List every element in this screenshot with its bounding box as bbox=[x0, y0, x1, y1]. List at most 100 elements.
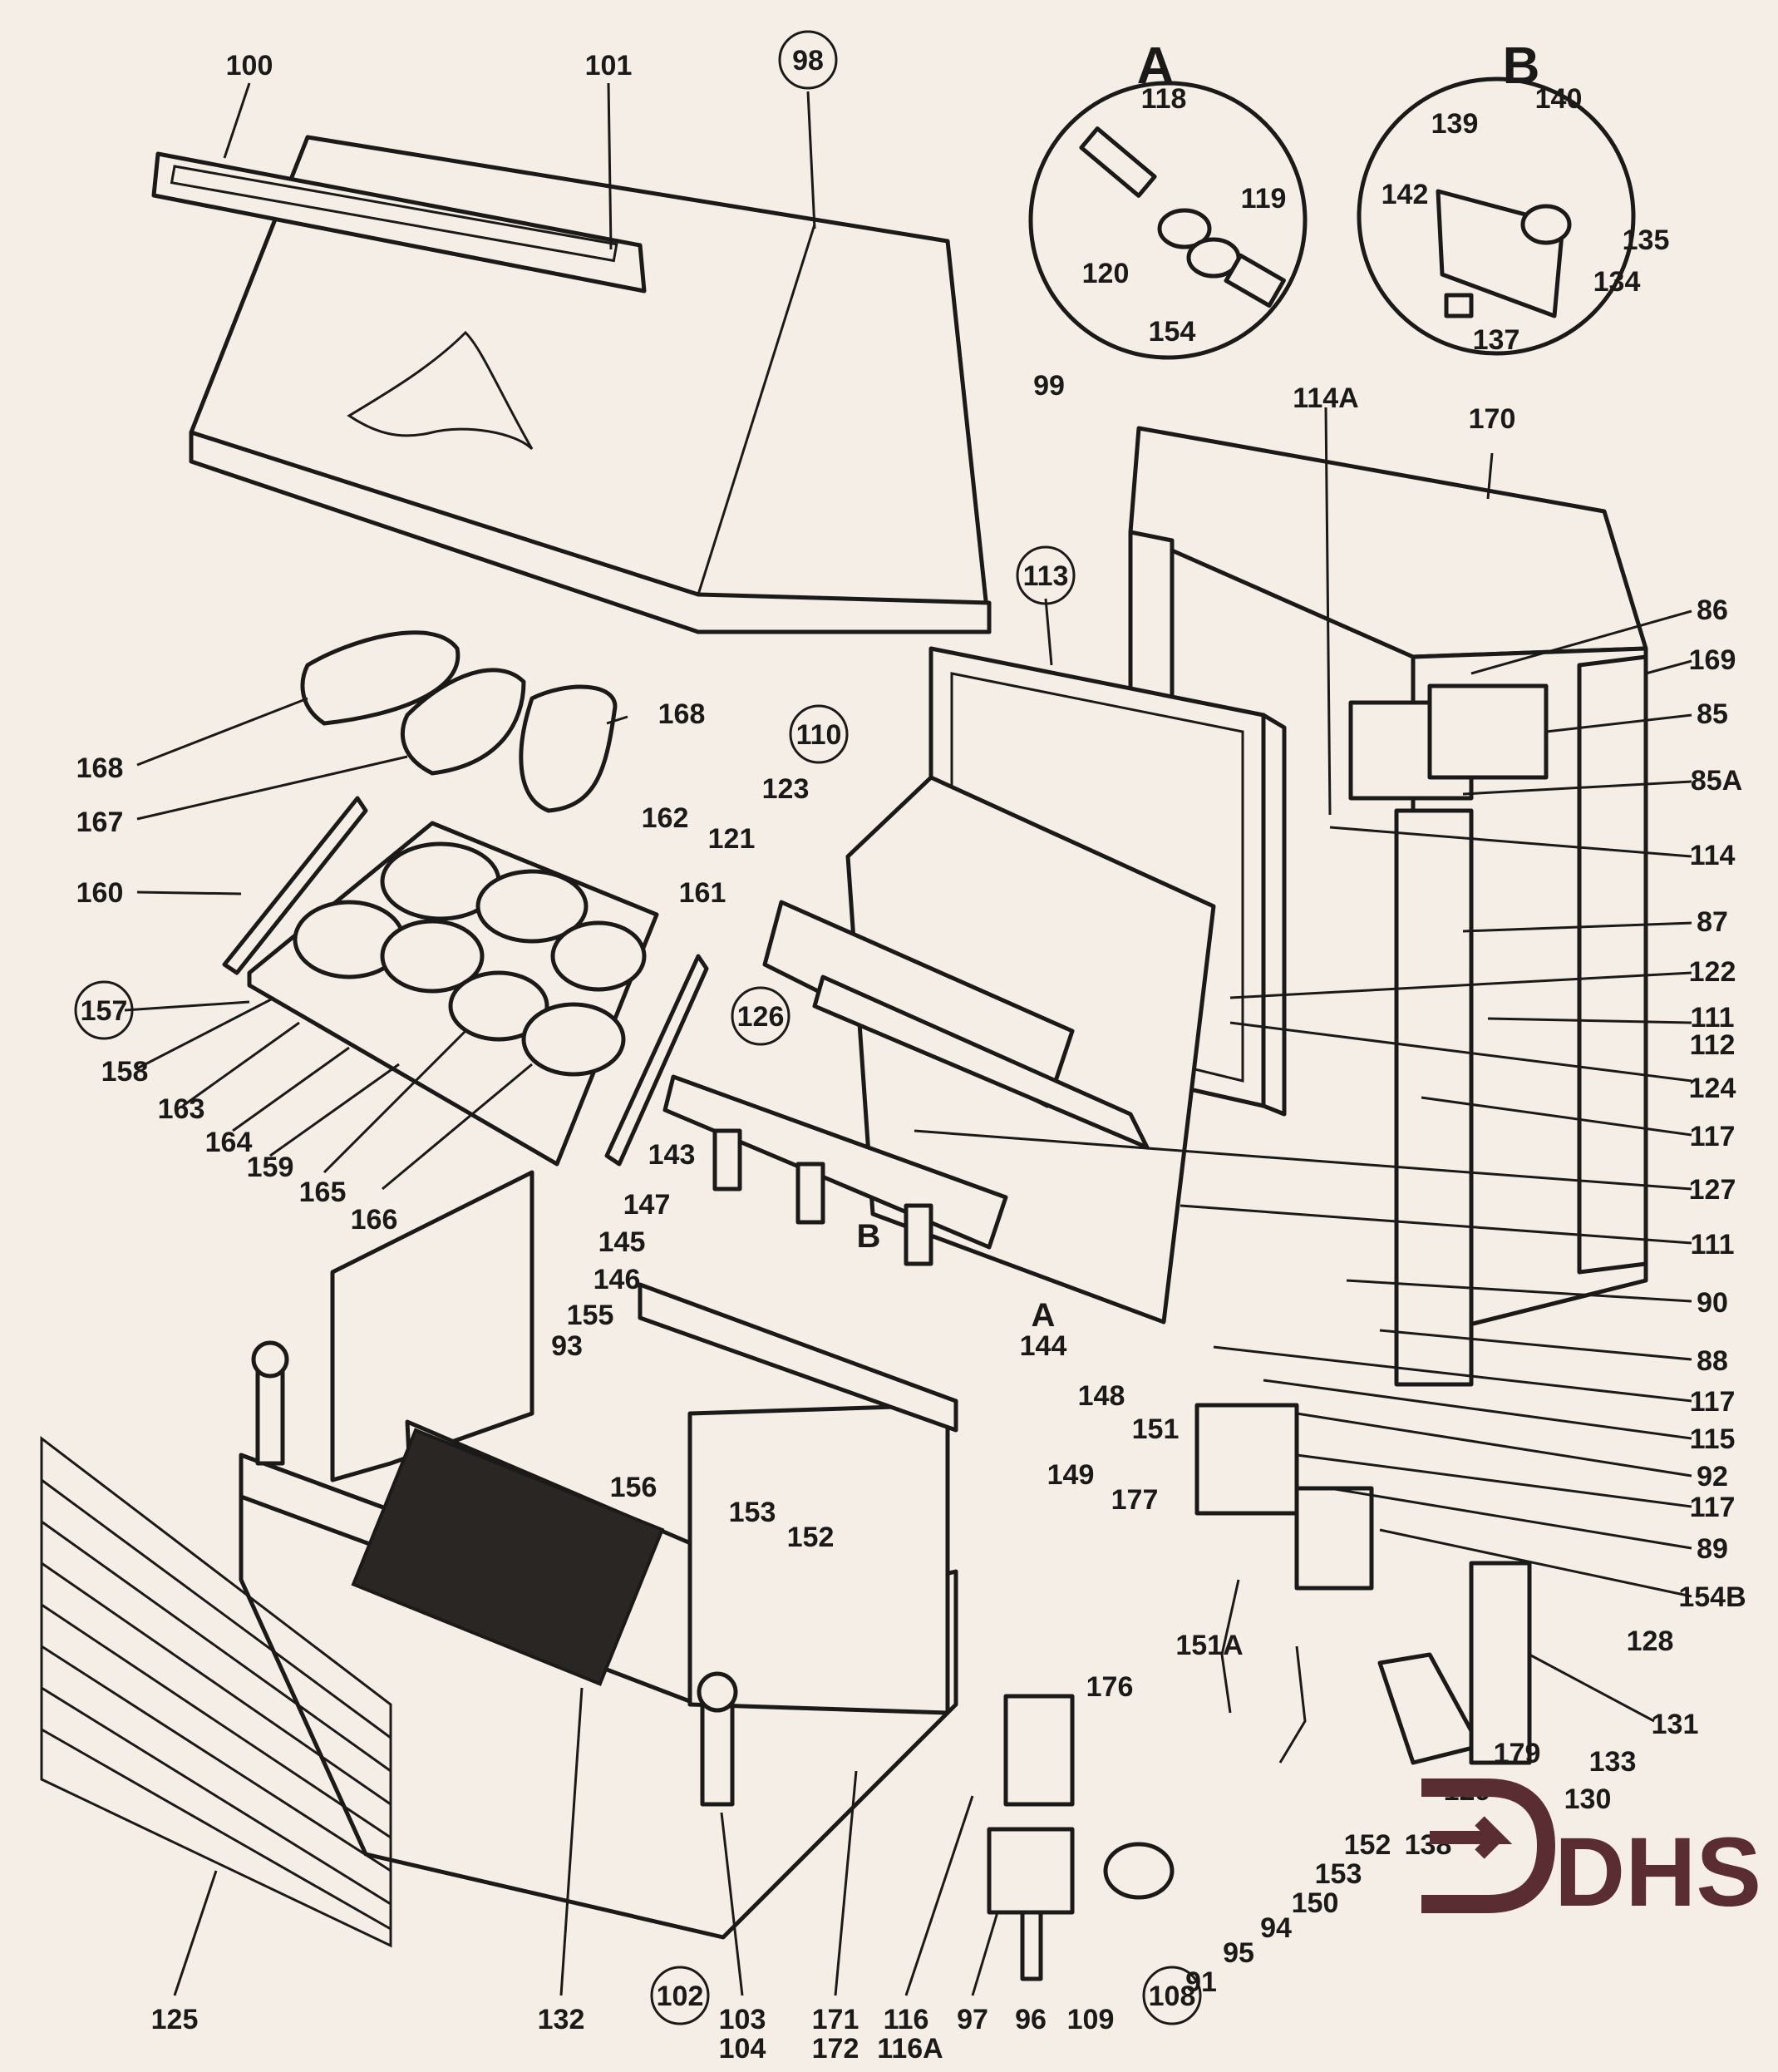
label-123: 123 bbox=[762, 773, 810, 805]
label-127: 127 bbox=[1689, 1174, 1736, 1206]
label-92: 92 bbox=[1697, 1461, 1728, 1492]
label-170: 170 bbox=[1469, 403, 1516, 435]
label-85a: 85A bbox=[1691, 765, 1742, 797]
label-104: 104 bbox=[719, 2033, 766, 2065]
finial-left bbox=[251, 1340, 289, 1466]
label-86: 86 bbox=[1697, 594, 1728, 626]
label-121: 121 bbox=[708, 823, 756, 855]
label-157: 157 bbox=[81, 995, 128, 1027]
callout-140: 140 bbox=[1535, 83, 1583, 115]
label-179: 179 bbox=[1494, 1738, 1541, 1769]
label-177: 177 bbox=[1111, 1484, 1159, 1516]
hood-part bbox=[151, 135, 992, 634]
label-115: 115 bbox=[1690, 1423, 1736, 1455]
label-99: 99 bbox=[1033, 370, 1065, 402]
label-arrow-a: A bbox=[1032, 1297, 1056, 1334]
label-153-right: 153 bbox=[1315, 1858, 1362, 1890]
label-149: 149 bbox=[1047, 1459, 1095, 1491]
callout-118: 118 bbox=[1141, 83, 1187, 115]
label-152-left: 152 bbox=[787, 1522, 835, 1553]
label-167: 167 bbox=[76, 807, 124, 838]
label-102: 102 bbox=[657, 1981, 704, 2012]
callout-rings bbox=[74, 30, 1202, 2025]
label-116a: 116A bbox=[877, 2033, 943, 2065]
label-148: 148 bbox=[1078, 1380, 1125, 1412]
label-151: 151 bbox=[1132, 1413, 1180, 1445]
finial-right bbox=[697, 1671, 738, 1807]
label-133: 133 bbox=[1589, 1746, 1637, 1778]
label-164: 164 bbox=[205, 1127, 253, 1158]
label-171: 171 bbox=[812, 2004, 859, 2035]
fireguard-part bbox=[40, 1435, 392, 1948]
label-113: 113 bbox=[1023, 560, 1069, 592]
label-95: 95 bbox=[1223, 1937, 1254, 1969]
label-154b: 154B bbox=[1678, 1581, 1746, 1613]
label-130: 130 bbox=[1564, 1783, 1612, 1815]
label-88: 88 bbox=[1697, 1345, 1728, 1377]
label-117-mid: 117 bbox=[1690, 1386, 1736, 1418]
label-125: 125 bbox=[151, 2004, 199, 2035]
label-159: 159 bbox=[247, 1152, 294, 1183]
label-144: 144 bbox=[1020, 1330, 1067, 1362]
label-96: 96 bbox=[1015, 2004, 1047, 2035]
label-165: 165 bbox=[299, 1177, 347, 1208]
inset-b-letter: B bbox=[1503, 37, 1540, 95]
leader-lines bbox=[124, 82, 1692, 1996]
label-132: 132 bbox=[538, 2004, 585, 2035]
flue-box-part bbox=[1348, 683, 1549, 801]
label-128: 128 bbox=[1627, 1626, 1674, 1657]
label-160: 160 bbox=[76, 877, 124, 909]
dhs-logo-text: DHS bbox=[1554, 1818, 1761, 1927]
label-97: 97 bbox=[957, 2004, 988, 2035]
control-knob-assembly bbox=[987, 1694, 1175, 1981]
callout-135: 135 bbox=[1623, 224, 1670, 256]
label-108: 108 bbox=[1149, 1981, 1196, 2012]
label-143: 143 bbox=[648, 1139, 696, 1171]
label-152-right: 152 bbox=[1344, 1829, 1391, 1861]
label-126: 126 bbox=[737, 1001, 785, 1033]
label-94: 94 bbox=[1260, 1912, 1292, 1944]
label-114a: 114A bbox=[1293, 382, 1358, 414]
label-87: 87 bbox=[1697, 906, 1728, 938]
label-arrow-b: B bbox=[857, 1218, 881, 1255]
fuel-bed-part bbox=[222, 796, 709, 1167]
label-151a: 151A bbox=[1175, 1630, 1243, 1661]
label-98: 98 bbox=[792, 45, 824, 76]
label-168-right: 168 bbox=[658, 698, 706, 730]
label-116: 116 bbox=[884, 2004, 929, 2035]
label-117-lower: 117 bbox=[1690, 1492, 1736, 1523]
label-153-left: 153 bbox=[729, 1497, 776, 1528]
label-114: 114 bbox=[1690, 840, 1736, 871]
callout-139: 139 bbox=[1431, 108, 1479, 140]
label-85: 85 bbox=[1697, 698, 1728, 730]
chassis-part bbox=[239, 1170, 958, 1940]
inset-a bbox=[1028, 81, 1308, 360]
label-100: 100 bbox=[226, 50, 273, 81]
label-155: 155 bbox=[567, 1300, 614, 1331]
label-122: 122 bbox=[1689, 956, 1736, 988]
label-124: 124 bbox=[1689, 1073, 1736, 1104]
label-161: 161 bbox=[679, 877, 726, 909]
label-109: 109 bbox=[1067, 2004, 1115, 2035]
label-91: 91 bbox=[1185, 1966, 1217, 1998]
loose-coals-part bbox=[300, 630, 618, 813]
callout-119: 119 bbox=[1241, 183, 1287, 215]
part-number-labels: A B 118 119 120 154 140 139 142 135 134 … bbox=[76, 37, 1746, 2065]
label-103: 103 bbox=[719, 2004, 766, 2035]
label-176: 176 bbox=[1086, 1671, 1134, 1703]
callout-120: 120 bbox=[1082, 258, 1130, 289]
label-90: 90 bbox=[1697, 1287, 1728, 1319]
label-162: 162 bbox=[642, 802, 689, 834]
label-89: 89 bbox=[1697, 1533, 1728, 1565]
callout-142: 142 bbox=[1382, 179, 1429, 210]
label-112: 112 bbox=[1690, 1029, 1736, 1061]
label-168-left: 168 bbox=[76, 752, 124, 784]
label-150: 150 bbox=[1292, 1887, 1339, 1919]
label-131: 131 bbox=[1652, 1709, 1699, 1740]
gas-valve-assembly bbox=[1194, 1403, 1532, 1765]
burner-plate-part bbox=[662, 1074, 1008, 1266]
label-158: 158 bbox=[101, 1056, 149, 1088]
label-163: 163 bbox=[158, 1093, 205, 1125]
label-145: 145 bbox=[598, 1226, 646, 1258]
